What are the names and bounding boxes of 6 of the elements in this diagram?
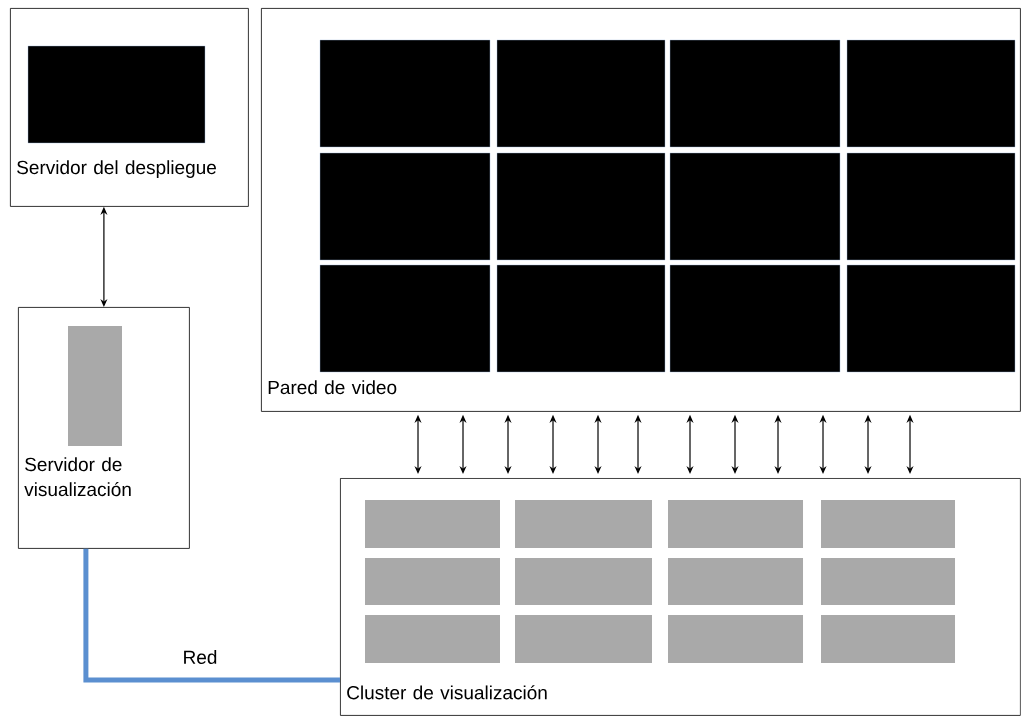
network-line	[83, 548, 340, 683]
box-label: Cluster de visualización	[347, 685, 547, 700]
box-label: Servidor de visualización	[24, 457, 131, 497]
edge-label: Red	[180, 648, 220, 666]
box-label: Pared de video	[268, 380, 397, 395]
box-label: Servidor del despliegue	[17, 160, 216, 178]
